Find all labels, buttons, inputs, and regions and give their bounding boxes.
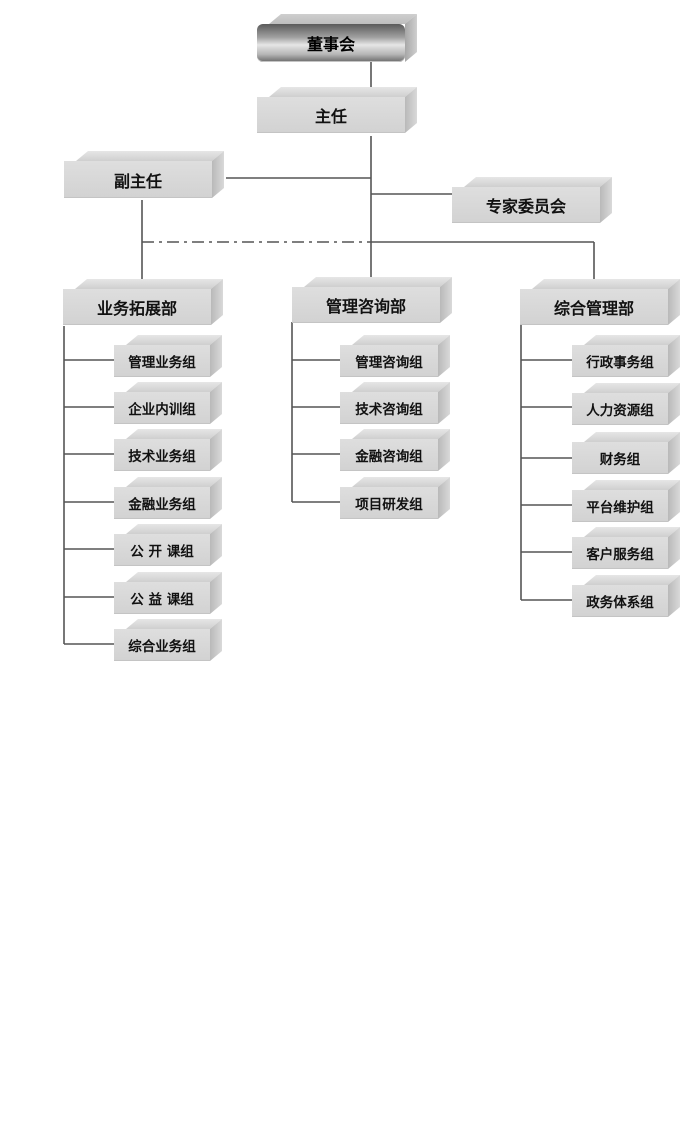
expert-committee-box: 专家委员会 xyxy=(452,177,612,223)
group-label: 技术业务组 xyxy=(114,439,210,471)
group-box: 金融咨询组 xyxy=(340,429,450,471)
group-label: 金融咨询组 xyxy=(340,439,438,471)
group-box: 行政事务组 xyxy=(572,335,680,377)
board-label: 董事会 xyxy=(257,24,405,62)
department-label: 业务拓展部 xyxy=(63,289,211,325)
group-label: 企业内训组 xyxy=(114,392,210,424)
group-box: 平台维护组 xyxy=(572,480,680,522)
group-box: 技术咨询组 xyxy=(340,382,450,424)
group-box: 政务体系组 xyxy=(572,575,680,617)
group-box: 综合业务组 xyxy=(114,619,222,661)
group-label: 管理业务组 xyxy=(114,345,210,377)
group-label: 公 益 课组 xyxy=(114,582,210,614)
group-box: 管理业务组 xyxy=(114,335,222,377)
group-box: 技术业务组 xyxy=(114,429,222,471)
group-box: 人力资源组 xyxy=(572,383,680,425)
group-label: 公 开 课组 xyxy=(114,534,210,566)
group-box: 公 益 课组 xyxy=(114,572,222,614)
group-label: 行政事务组 xyxy=(572,345,668,377)
deputy-director-label: 副主任 xyxy=(64,161,212,198)
group-box: 客户服务组 xyxy=(572,527,680,569)
department-business: 业务拓展部 xyxy=(63,279,223,325)
group-label: 人力资源组 xyxy=(572,393,668,425)
group-box: 金融业务组 xyxy=(114,477,222,519)
group-box: 财务组 xyxy=(572,432,680,474)
expert-committee-label: 专家委员会 xyxy=(452,187,600,223)
group-box: 企业内训组 xyxy=(114,382,222,424)
director-label: 主任 xyxy=(257,97,405,133)
group-label: 技术咨询组 xyxy=(340,392,438,424)
department-label: 综合管理部 xyxy=(520,289,668,325)
group-label: 平台维护组 xyxy=(572,490,668,522)
group-label: 金融业务组 xyxy=(114,487,210,519)
group-label: 管理咨询组 xyxy=(340,345,438,377)
group-label: 综合业务组 xyxy=(114,629,210,661)
group-label: 项目研发组 xyxy=(340,487,438,519)
group-box: 公 开 课组 xyxy=(114,524,222,566)
group-label: 客户服务组 xyxy=(572,537,668,569)
group-label: 政务体系组 xyxy=(572,585,668,617)
board-box: 董事会 xyxy=(257,14,417,62)
department-label: 管理咨询部 xyxy=(292,287,440,323)
group-label: 财务组 xyxy=(572,442,668,474)
deputy-director-box: 副主任 xyxy=(64,151,224,198)
director-box: 主任 xyxy=(257,87,417,133)
group-box: 管理咨询组 xyxy=(340,335,450,377)
department-consulting: 管理咨询部 xyxy=(292,277,452,323)
group-box: 项目研发组 xyxy=(340,477,450,519)
department-management: 综合管理部 xyxy=(520,279,680,325)
